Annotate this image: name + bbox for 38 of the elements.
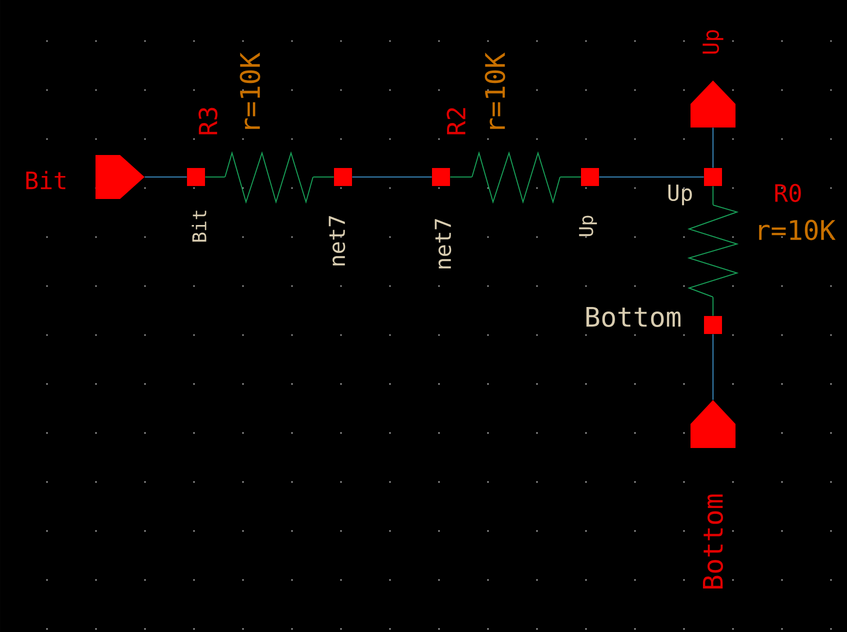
resistor-lead xyxy=(312,176,334,178)
pin-symbol xyxy=(96,155,144,199)
pin-symbol xyxy=(690,80,736,128)
pin-symbol xyxy=(690,400,736,448)
terminal-square xyxy=(334,168,352,186)
instance-name: R0 xyxy=(775,184,801,202)
terminal-square xyxy=(704,316,722,334)
wire xyxy=(144,176,188,178)
resistor-lead xyxy=(712,186,714,206)
pin-label: Up xyxy=(702,30,724,54)
terminal-square xyxy=(187,168,205,186)
resistance-value: r=10K xyxy=(240,52,260,129)
net-label: Up xyxy=(668,184,692,206)
resistance-value: r=10K xyxy=(759,220,836,240)
net-label: net7 xyxy=(434,219,452,268)
resistor-lead xyxy=(560,176,582,178)
wire xyxy=(712,334,714,400)
resistor-lead xyxy=(204,176,226,178)
resistor-symbol xyxy=(472,151,560,204)
wire xyxy=(598,176,704,178)
pin-label: Bottom xyxy=(702,494,724,589)
terminal-square xyxy=(432,168,450,186)
resistor-lead xyxy=(450,176,472,178)
wire xyxy=(712,127,714,168)
pin-label: Bit xyxy=(26,170,66,190)
net-label: Bottom xyxy=(586,306,680,328)
resistor-lead xyxy=(712,296,714,316)
instance-name: R3 xyxy=(198,108,218,134)
wire xyxy=(352,176,432,178)
instance-name: R2 xyxy=(446,108,466,134)
net-label: net7 xyxy=(328,216,346,266)
net-label: Up xyxy=(579,216,597,236)
terminal-square xyxy=(704,168,722,186)
resistance-value: r=10K xyxy=(484,52,506,129)
net-label: Bit xyxy=(192,210,206,242)
resistor-symbol xyxy=(687,204,739,298)
terminal-square xyxy=(581,168,599,186)
resistor-symbol xyxy=(224,151,314,204)
